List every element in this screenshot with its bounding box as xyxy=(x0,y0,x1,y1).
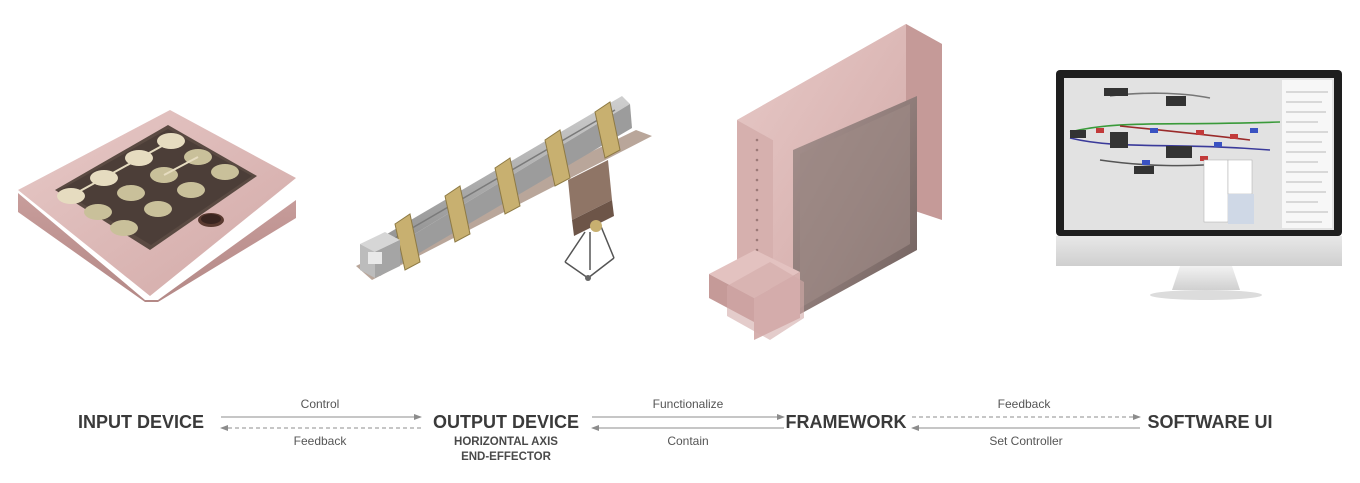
output-device-subtitle-2: END-EFFECTOR xyxy=(461,451,551,463)
feedback-label-1: Feedback xyxy=(293,434,347,448)
keypad-device-illustration xyxy=(18,110,296,302)
software-ui-title: SOFTWARE UI xyxy=(1147,412,1273,432)
set-controller-label: Set Controller xyxy=(989,434,1063,448)
output-device-title: OUTPUT DEVICE xyxy=(432,412,580,432)
keypad-pads xyxy=(57,133,239,236)
contain-label: Contain xyxy=(667,434,709,448)
functionalize-label: Functionalize xyxy=(652,397,724,411)
output-device-subtitle-1: HORIZONTAL AXIS xyxy=(454,436,558,448)
control-label: Control xyxy=(300,397,340,411)
frame-enclosure-illustration xyxy=(709,24,942,340)
linear-rail-end-effector-illustration xyxy=(356,96,652,281)
feedback-label-2: Feedback xyxy=(997,397,1051,411)
input-device-title: INPUT DEVICE xyxy=(77,412,205,432)
monitor-software-illustration xyxy=(1056,70,1342,300)
framework-title: FRAMEWORK xyxy=(785,412,907,432)
